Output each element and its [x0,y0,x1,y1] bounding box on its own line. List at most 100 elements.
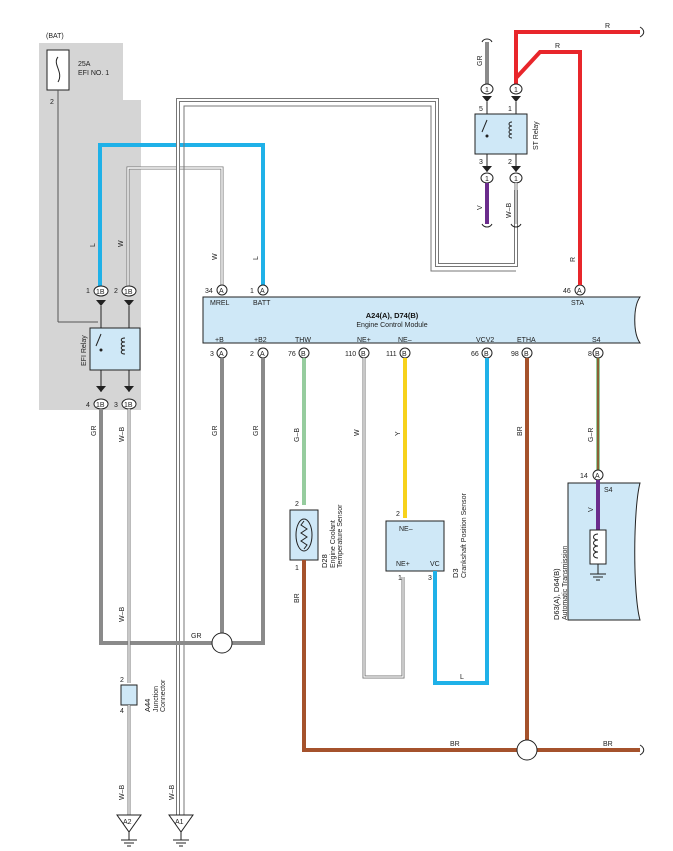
efi-pin-3-code: 1B [124,402,133,409]
efi-relay-label: EFI Relay [81,335,88,366]
ecm-pin-neplus-num: 110 [345,351,356,358]
wire-gb-label: G–B [294,428,301,442]
ecm-ref: A24(A), D74(B) [366,311,419,320]
ground-a1-symbol-icon [168,814,194,833]
wire-wb-efi-label-2: W–B [119,607,126,623]
wire-w-neplus-core [363,358,404,678]
st-pin-5-arrow-icon [482,96,492,102]
wire-gr-b-label: GR [212,426,219,437]
st-pin-2-num: 2 [508,159,512,166]
ecm-pin-vcv2-code: B [484,351,489,358]
ecm-pin-thw-code: B [301,351,306,358]
fuse-bat-label: (BAT) [46,33,64,40]
trans-pin-code: A [595,473,600,480]
ecm-pin-batt-name: BATT [253,300,271,307]
ecm-pin-thw-num: 76 [288,351,296,358]
crank-vc-label: VC [430,561,440,568]
junction-pin-top: 2 [120,677,124,684]
efi-pin-2-arrow-icon [124,300,134,306]
efi-pin-3-num: 3 [114,402,118,409]
ecm-pin-etha-num: 98 [511,351,519,358]
st-pin-5-num: 5 [479,106,483,113]
wire-wb-st-break-icon [510,223,522,228]
efi-relay-box [89,327,141,371]
ground-a1-label: A1 [175,819,184,826]
st-pin-3-num: 3 [479,159,483,166]
wire-gr-efi [99,409,222,645]
crank-pin-2: 2 [396,511,400,518]
st-pin-5-top-connector [480,83,494,95]
wire-wb-a2-label: W–B [119,785,126,801]
efi-pin-2-connector [121,285,137,297]
ecm-top-pin-mrel: 34 A MREL [205,284,230,307]
ecm-top-pin-batt: 1 A BATT [250,284,271,307]
st-pin-3-arrow-icon [482,166,492,172]
wire-r-sta-label: R [570,257,577,262]
wire-v-st-break-icon [481,223,493,228]
crank-sensor-box [385,520,445,572]
efi-pin-4-arrow-icon [96,386,106,392]
ecm-pin-s4-num: 8 [588,351,592,358]
ecm-pin-sta-code: A [577,288,582,295]
efi-coil-icon [120,337,126,355]
crank-ref: D3 [451,568,460,578]
ecm-pin-neminus-num: 111 [386,351,397,358]
wire-gr-b2-label: GR [253,426,260,437]
fuse-amp-label: 25A [78,61,91,68]
efi-switch-dot [99,348,103,352]
coolant-resistor-icon [300,520,308,550]
ecm-pin-batt-code: A [260,288,265,295]
wire-l-left-label: L [90,243,97,247]
wire-br-right-label: BR [603,741,613,748]
wire-br-etha-label: BR [517,426,524,436]
efi-switch-icon [95,333,102,347]
wire-br-left-label: BR [294,593,301,603]
wire-r-break-icon [639,26,645,38]
ecm-pin-b2-code: A [260,351,265,358]
efi-pin-1-code: 1B [96,289,105,296]
ecm-pin-s4-code: B [595,351,600,358]
ecm-pin-b-num: 3 [210,351,214,358]
ecm-pin-b-name: +B [215,337,224,344]
ecm-pin-vcv2-num: 66 [471,351,479,358]
crank-neplus-label: NE+ [396,561,410,568]
ground-a2-symbol-icon [116,814,142,833]
trans-s4-label: S4 [604,487,613,494]
st-pin-2-code: 1 [514,176,518,183]
wire-l-vcv2-label: L [460,674,464,681]
wire-y-label: Y [395,431,402,436]
st-pin-2-arrow-icon [511,166,521,172]
st-relay-box [474,113,528,155]
wire-gr-s4-label: G–R [588,428,595,442]
wire-gr-bottom-label: GR [191,633,202,640]
wire-wb-a1-label: W–B [169,785,176,801]
trans-name: Automatic Transmission [562,546,569,620]
ecm-box [202,296,641,344]
crank-pin-1: 1 [398,575,402,582]
ecm-pin-neminus-name: NE– [398,337,412,344]
wire-br-bottom-label: BR [450,741,460,748]
ecm-pin-neminus-code: B [402,351,407,358]
wire-w-right-label: W [212,253,219,260]
efi-pin-4-num: 4 [86,402,90,409]
ecm-pin-b2-num: 2 [250,351,254,358]
st-pin-3-code: 1 [485,176,489,183]
trans-pin-num: 14 [580,473,588,480]
wire-r-sta [514,50,582,285]
wire-r-top-label: R [605,23,610,30]
coolant-pin-top: 2 [295,501,299,508]
ecm-pin-neplus-name: NE+ [357,337,371,344]
ecm-name: Engine Control Module [356,322,427,329]
br-splice-circle [516,739,538,761]
crank-name: Crankshaft Position Sensor [461,493,468,578]
wire-r-top [514,30,640,88]
wire-wb-st-label: W–B [506,203,513,219]
wire-l-vcv2 [433,358,489,685]
wire-r-mid-label: R [555,43,560,50]
ecm-pin-thw-name: THW [295,337,311,344]
st-pin-1-arrow-icon [511,96,521,102]
efi-pin-3-arrow-icon [124,386,134,392]
st-pin-5-code: 1 [485,87,489,94]
wire-gr-efi-label: GR [91,426,98,437]
wire-v-s4-label: V [588,507,595,512]
